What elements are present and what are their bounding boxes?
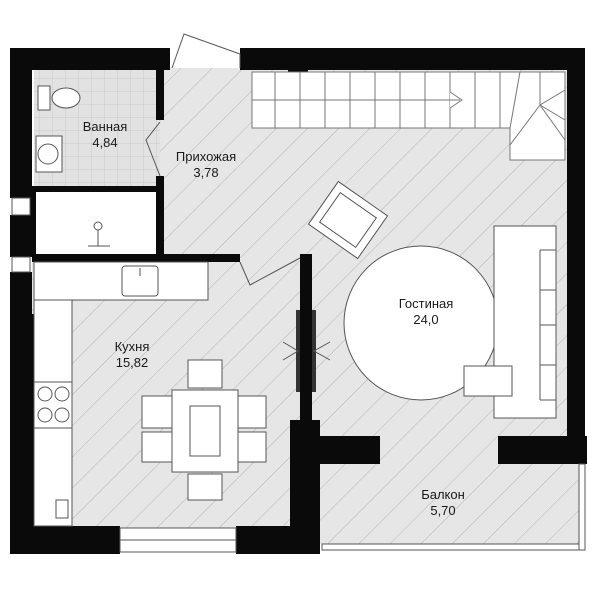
washer-icon — [93, 221, 103, 231]
chair-left-2 — [141, 431, 173, 463]
kitchen-label: Кухня 15,82 — [115, 339, 150, 371]
balcony-area: 5,70 — [430, 503, 456, 518]
staircase — [251, 71, 566, 161]
wall-top-left — [10, 48, 170, 70]
burner-2 — [54, 386, 70, 402]
burner-4 — [54, 407, 70, 423]
living-furniture — [307, 180, 557, 419]
hallway-area: 3,78 — [193, 165, 219, 180]
wall-left-low — [10, 272, 32, 314]
wall-left-bottom — [10, 314, 34, 554]
balcony-name: Балкон — [421, 487, 465, 502]
washer-hose — [88, 230, 110, 247]
chair-left-1 — [141, 395, 173, 429]
armchair — [307, 180, 389, 260]
sofa-cushions — [539, 249, 556, 401]
oven-appliance — [55, 499, 69, 519]
wall-left-top — [10, 48, 32, 198]
wall-partition — [300, 254, 312, 432]
bathroom-area: 4,84 — [92, 135, 118, 150]
hallway-name: Прихожая — [175, 149, 237, 164]
living-name: Гостиная — [398, 296, 454, 311]
side-table — [463, 365, 513, 397]
kitchen-sink — [121, 265, 159, 297]
wall-balcony-right — [498, 436, 587, 464]
laundry-floor — [58, 190, 160, 256]
wall-kitchen-top — [32, 254, 240, 262]
wall-bottom-left — [10, 526, 120, 554]
bathroom-label: Ванная 4,84 — [83, 119, 128, 151]
bathroom-fixtures — [35, 85, 110, 247]
balcony-rail — [321, 543, 585, 551]
bathroom-name: Ванная — [82, 119, 128, 134]
wall-bath-right-low — [156, 176, 164, 260]
bath-door — [145, 121, 161, 177]
wall-laundry-top — [32, 186, 160, 192]
balcony-rail-side — [578, 463, 586, 551]
wall-balcony-stub — [290, 420, 320, 554]
toilet-tank — [37, 85, 51, 111]
living-area: 24,0 — [413, 312, 439, 327]
living-door — [239, 257, 301, 286]
walls — [10, 48, 587, 554]
wall-inner-left — [30, 190, 36, 256]
sink-icon — [37, 143, 59, 165]
wall-top-right — [240, 48, 585, 70]
balcony-label: Балкон 5,70 — [421, 487, 465, 519]
entrance-door — [171, 33, 241, 69]
kitchen-floor — [32, 260, 304, 528]
chair-right-1 — [237, 395, 267, 429]
hallway-label: Прихожая 3,78 — [176, 149, 236, 181]
kitchen-fixtures — [33, 261, 209, 527]
wall-left-mid — [10, 215, 32, 257]
dining-table-inner — [189, 405, 221, 457]
living-label: Гостиная 24,0 — [399, 296, 454, 328]
burner-1 — [37, 386, 53, 402]
window-left-2 — [11, 256, 31, 273]
wall-right — [567, 48, 585, 438]
kitchen-area: 15,82 — [115, 355, 149, 370]
chair-bottom — [187, 473, 223, 501]
kitchen-name: Кухня — [114, 339, 150, 354]
stair-outline — [251, 71, 566, 161]
burner-3 — [37, 407, 53, 423]
dining-set — [141, 359, 267, 501]
doors — [145, 33, 331, 392]
windows — [11, 197, 586, 553]
stair-arrow — [252, 91, 463, 109]
sliding-arrows — [282, 341, 331, 361]
chair-right-2 — [237, 431, 267, 463]
wall-bath-right — [156, 70, 164, 120]
window-left-1 — [11, 197, 31, 216]
toilet-icon — [51, 87, 81, 109]
chair-top — [187, 359, 223, 389]
kitchen-counter-top — [33, 261, 209, 301]
